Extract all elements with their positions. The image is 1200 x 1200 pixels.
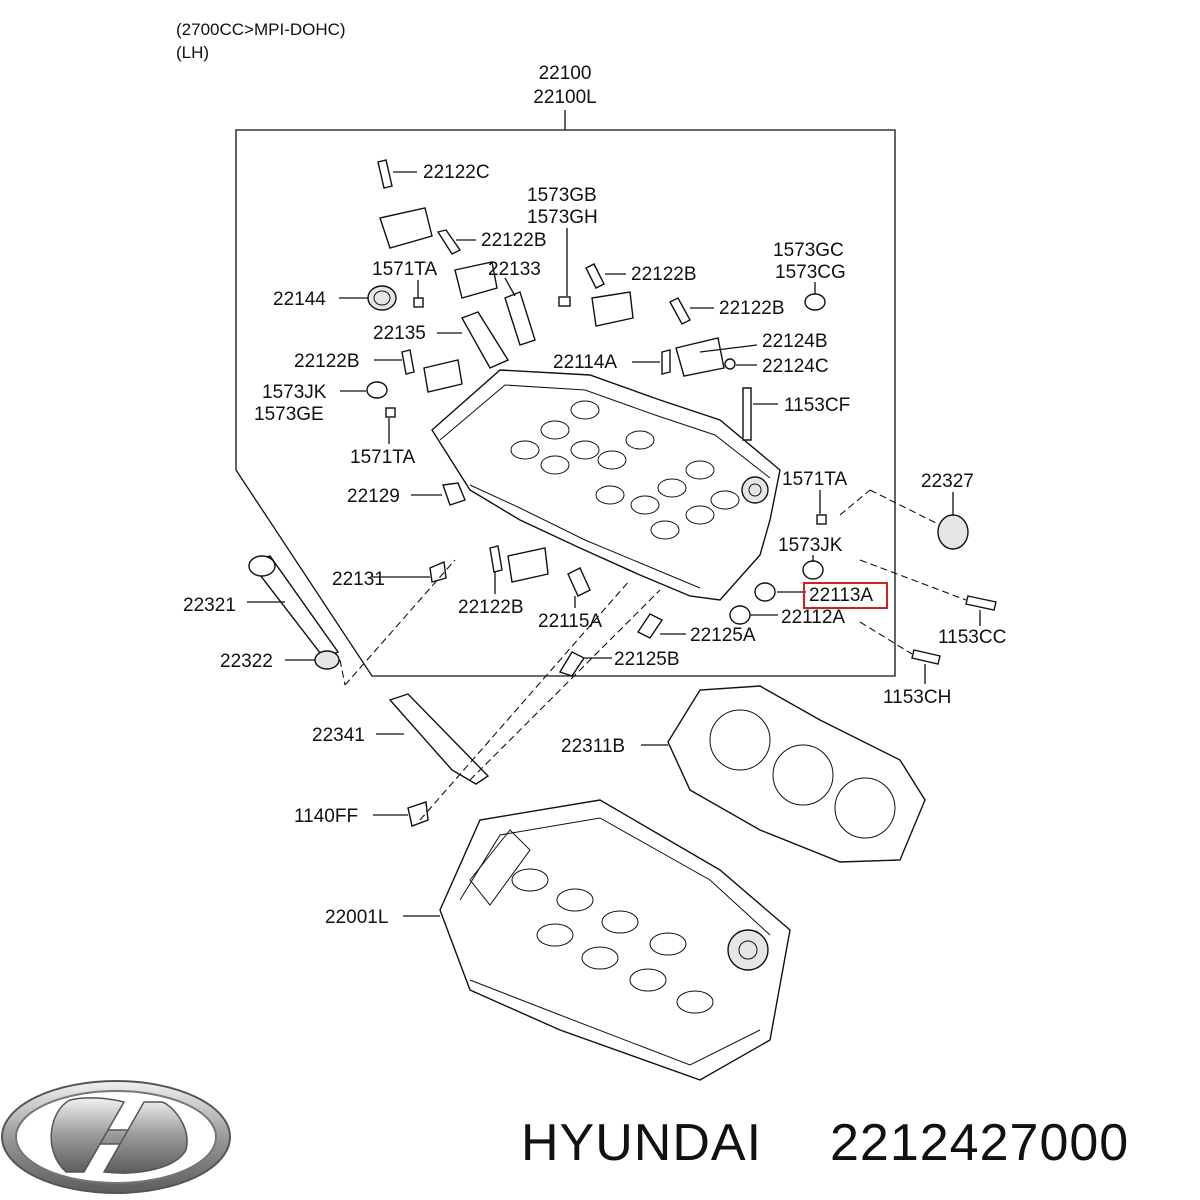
cylinder-head-assembly-22001l bbox=[439, 799, 791, 1081]
label-1573jk-b: 1573JK bbox=[778, 535, 843, 556]
gasket-22311b bbox=[667, 685, 926, 863]
label-22001l: 22001L bbox=[325, 907, 388, 928]
seal-1573gc bbox=[804, 293, 826, 311]
label-22122b-c: 22122B bbox=[719, 298, 785, 319]
brand-name: HYUNDAI bbox=[521, 1114, 762, 1172]
label-1571ta-a: 1571TA bbox=[372, 259, 437, 280]
label-22124c: 22124C bbox=[762, 356, 829, 377]
label-22322: 22322 bbox=[220, 651, 273, 672]
stud-1153ch bbox=[911, 649, 941, 665]
seal-22112a bbox=[729, 605, 751, 625]
label-22124b: 22124B bbox=[762, 331, 828, 352]
label-1153ch: 1153CH bbox=[883, 687, 951, 708]
bolt-1140ff bbox=[407, 801, 429, 827]
label-1573gh: 1573GH bbox=[527, 207, 598, 228]
washer-22322 bbox=[314, 650, 340, 670]
cap-22327 bbox=[937, 514, 969, 550]
label-22327: 22327 bbox=[921, 471, 974, 492]
plug-1571ta-c bbox=[816, 514, 827, 525]
bracket-22341 bbox=[388, 693, 490, 785]
label-22122b-d: 22122B bbox=[294, 351, 360, 372]
plug-1571ta bbox=[413, 297, 424, 308]
stud-1153cc bbox=[965, 595, 997, 611]
label-22133: 22133 bbox=[488, 259, 541, 280]
bolt-22124c bbox=[724, 358, 736, 370]
label-22311b: 22311B bbox=[561, 736, 625, 757]
label-22129: 22129 bbox=[347, 486, 400, 507]
label-22112a: 22112A bbox=[781, 607, 845, 628]
assembly-code: 22100 bbox=[539, 63, 592, 84]
bolts bbox=[377, 159, 691, 583]
label-22131: 22131 bbox=[332, 569, 385, 590]
assembly-code-alt: 22100L bbox=[533, 87, 596, 108]
side-spec-text: (LH) bbox=[176, 43, 209, 62]
label-22125b: 22125B bbox=[614, 649, 680, 670]
label-22321: 22321 bbox=[183, 595, 236, 616]
dowel-22114a bbox=[661, 349, 671, 375]
stud-22125b bbox=[558, 651, 586, 677]
part-number: 2212427000 bbox=[830, 1114, 1129, 1172]
plug-1571ta-b bbox=[385, 407, 396, 418]
assembly-frame bbox=[235, 129, 896, 677]
part-labels: 22122C 1573GB 1573GH 22122B 1573GC 1571T… bbox=[183, 162, 1006, 928]
seal-22144 bbox=[367, 285, 397, 311]
seal-1573jk-b bbox=[802, 560, 824, 580]
label-1571ta-c: 1571TA bbox=[782, 469, 847, 490]
bearing-caps bbox=[379, 207, 725, 583]
seal-22113a bbox=[754, 582, 776, 602]
stud-1153cf bbox=[742, 387, 752, 441]
seal-1573jk bbox=[366, 381, 388, 399]
pin-1573gb bbox=[558, 296, 571, 307]
leader-lines bbox=[247, 171, 981, 917]
label-1573ge: 1573GE bbox=[254, 404, 324, 425]
label-22122c: 22122C bbox=[423, 162, 490, 183]
label-22115a: 22115A bbox=[538, 611, 602, 632]
engine-spec-text: (2700CC>MPI-DOHC) bbox=[176, 20, 346, 39]
cylinder-head-drawing bbox=[431, 369, 781, 601]
label-22114a: 22114A bbox=[553, 352, 617, 373]
label-22122b-a: 22122B bbox=[481, 230, 547, 251]
label-22122b-e: 22122B bbox=[458, 597, 524, 618]
label-1571ta-b: 1571TA bbox=[350, 447, 415, 468]
dowel-22133 bbox=[504, 291, 536, 346]
label-22144: 22144 bbox=[273, 289, 326, 310]
hyundai-logo-icon bbox=[1, 1080, 231, 1194]
highlight-box bbox=[803, 582, 888, 609]
label-22125a: 22125A bbox=[690, 625, 756, 646]
label-22341: 22341 bbox=[312, 725, 365, 746]
label-1573jk-a: 1573JK bbox=[262, 382, 327, 403]
label-1140ff: 1140FF bbox=[294, 806, 358, 827]
stud-22125a bbox=[636, 613, 664, 639]
label-22135: 22135 bbox=[373, 323, 426, 344]
label-22122b-b: 22122B bbox=[631, 264, 697, 285]
plug-22129 bbox=[442, 482, 466, 506]
label-1153cc: 1153CC bbox=[938, 627, 1006, 648]
dowel-22115a bbox=[567, 567, 591, 597]
label-1573cg: 1573CG bbox=[775, 262, 846, 283]
label-1573gb: 1573GB bbox=[527, 185, 597, 206]
pipe-22135 bbox=[460, 311, 510, 369]
label-1573gc: 1573GC bbox=[773, 240, 844, 261]
label-22113a: 22113A bbox=[809, 585, 873, 606]
label-1153cf: 1153CF bbox=[784, 395, 850, 416]
